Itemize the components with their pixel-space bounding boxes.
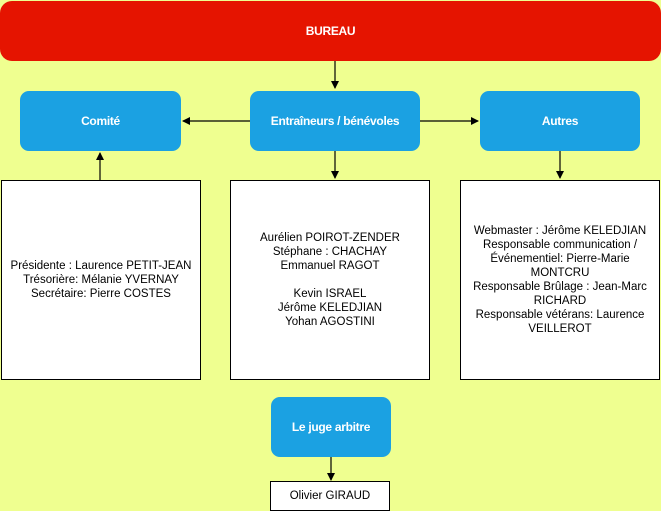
comite-member-presidente: Présidente : Laurence PETIT-JEAN <box>10 260 192 272</box>
autres-label: Autres <box>541 114 579 128</box>
entraineurs-members-box: Aurélien POIROT-ZENDER Stéphane : CHACHA… <box>230 180 430 380</box>
autres-members-box: Webmaster : Jérôme KELEDJIAN Responsable… <box>460 180 660 380</box>
juge-label: Le juge arbitre <box>291 420 371 434</box>
entraineurs-label: Entraîneurs / bénévoles <box>270 114 400 128</box>
autres-member-webmaster: Webmaster : Jérôme KELEDJIAN <box>473 225 647 237</box>
comite-label: Comité <box>81 114 120 128</box>
entraineurs-node: Entraîneurs / bénévoles <box>250 91 420 151</box>
entraineur-6: Yohan AGOSTINI <box>285 316 375 328</box>
entraineur-1: Aurélien POIROT-ZENDER <box>260 232 400 244</box>
autres-member-brulage: Responsable Brûlage : Jean-Marc RICHARD <box>473 281 647 307</box>
autres-member-communication: Responsable communication / Événementiel… <box>482 239 638 279</box>
entraineur-2: Stéphane : CHACHAY <box>272 246 388 258</box>
bureau-node: BUREAU <box>0 1 661 61</box>
comite-member-secretaire: Secrétaire: Pierre COSTES <box>31 288 171 300</box>
juge-name-box: Olivier GIRAUD <box>270 481 390 511</box>
autres-member-veterans: Responsable vétérans: Laurence VEILLEROT <box>475 309 645 335</box>
comite-members-box: Présidente : Laurence PETIT-JEAN Trésori… <box>1 180 201 380</box>
juge-node: Le juge arbitre <box>271 397 391 457</box>
bureau-label: BUREAU <box>305 24 356 38</box>
entraineur-3: Emmanuel RAGOT <box>280 260 380 272</box>
comite-member-tresoriere: Trésorière: Mélanie YVERNAY <box>23 274 179 286</box>
entraineur-5: Jérôme KELEDJIAN <box>277 302 383 314</box>
entraineur-4: Kevin ISRAEL <box>293 288 367 300</box>
autres-node: Autres <box>480 91 640 151</box>
comite-node: Comité <box>20 91 181 151</box>
spacer <box>260 273 400 287</box>
juge-name: Olivier GIRAUD <box>289 490 371 502</box>
